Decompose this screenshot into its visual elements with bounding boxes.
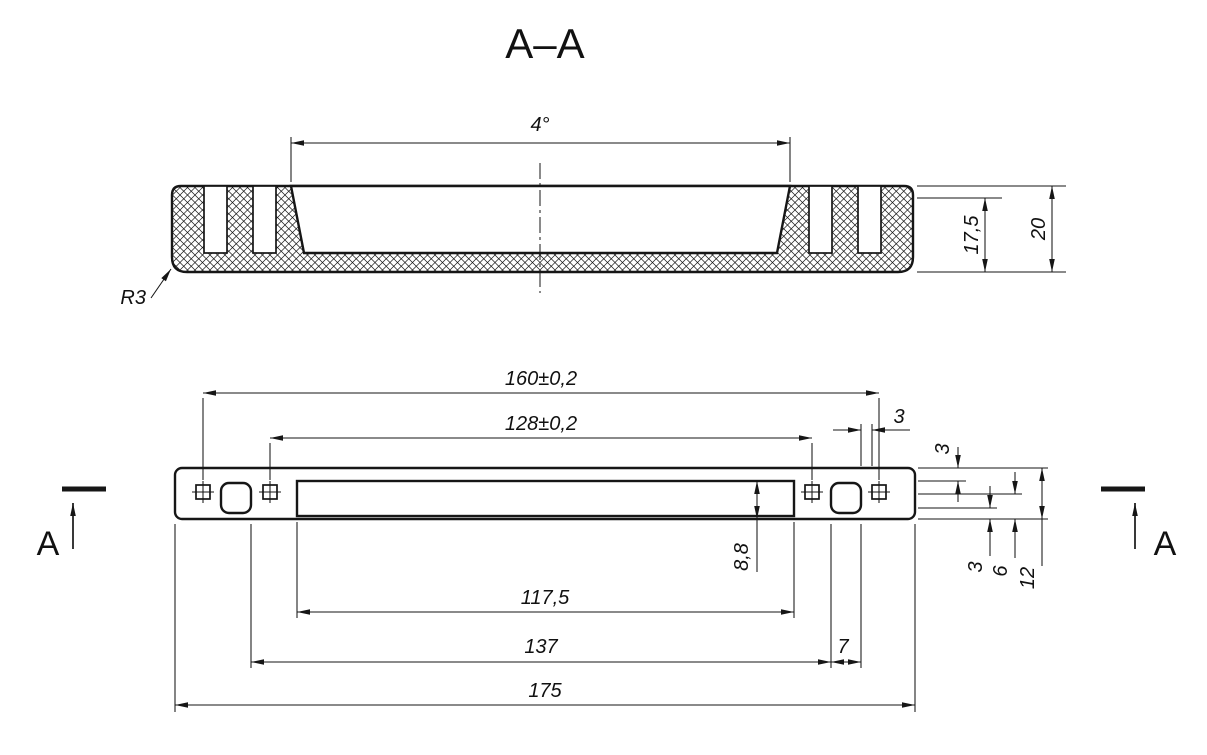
right-extension-lines <box>918 467 1048 520</box>
dim-7: 7 <box>831 524 862 668</box>
dim-angle-label: 4° <box>530 114 549 136</box>
groove-slot <box>252 185 277 254</box>
section-cut-left: A <box>37 486 106 563</box>
dim-117-5: 117,5 <box>296 522 795 618</box>
dim-128-label: 128±0,2 <box>505 413 577 435</box>
dim-8-8-label: 8,8 <box>731 543 753 571</box>
plan-view: 160±0,2 128±0,2 3 3 <box>173 368 1048 712</box>
dim-12: 12 <box>1017 468 1045 589</box>
dim-3-edge-label: 3 <box>932 443 954 454</box>
dim-6-bottom: 6 <box>990 472 1018 577</box>
square-hole <box>868 481 890 503</box>
dim-3-bottom-label: 3 <box>965 561 987 572</box>
dim-angle: 4° <box>290 114 791 182</box>
dim-175-label: 175 <box>528 680 562 702</box>
groove-slot <box>857 185 882 254</box>
square-hole <box>192 481 214 503</box>
rounded-hole <box>829 481 863 515</box>
radius-callout: R3 <box>120 268 172 309</box>
dim-8-8: 8,8 <box>731 481 760 572</box>
dim-3-top-label: 3 <box>893 406 904 428</box>
plan-slot <box>295 479 796 518</box>
section-cut-right: A <box>1101 486 1177 563</box>
dim-total-height: 20 <box>917 185 1066 272</box>
dim-3-edge: 3 <box>932 443 961 502</box>
radius-label: R3 <box>120 287 146 309</box>
dim-12-label: 12 <box>1017 567 1039 589</box>
dim-7-label: 7 <box>837 636 849 658</box>
leader-line <box>150 268 172 299</box>
dim-3-top: 3 <box>833 406 910 466</box>
dim-6-bottom-label: 6 <box>990 565 1012 577</box>
dim-inner-height: 17,5 <box>917 197 1066 273</box>
section-letter-left: A <box>37 525 60 563</box>
dim-117-5-label: 117,5 <box>521 587 570 609</box>
square-hole <box>259 481 281 503</box>
section-title: A–A <box>505 20 584 67</box>
dim-total-height-label: 20 <box>1028 218 1050 241</box>
rounded-hole <box>219 481 253 515</box>
section-letter-right: A <box>1154 525 1177 563</box>
dim-137-label: 137 <box>524 636 558 658</box>
dim-160-label: 160±0,2 <box>505 368 577 390</box>
dim-128: 128±0,2 <box>269 413 813 480</box>
groove-slot <box>808 185 833 254</box>
dim-inner-height-label: 17,5 <box>961 215 983 255</box>
dim-3-bottom: 3 <box>965 486 993 573</box>
groove-slot <box>203 185 228 254</box>
section-view: 4° 17,5 20 R3 <box>120 114 1066 309</box>
dim-175: 175 <box>174 524 916 712</box>
dim-160: 160±0,2 <box>202 368 880 480</box>
dim-137: 137 <box>250 524 832 668</box>
square-hole <box>801 481 823 503</box>
